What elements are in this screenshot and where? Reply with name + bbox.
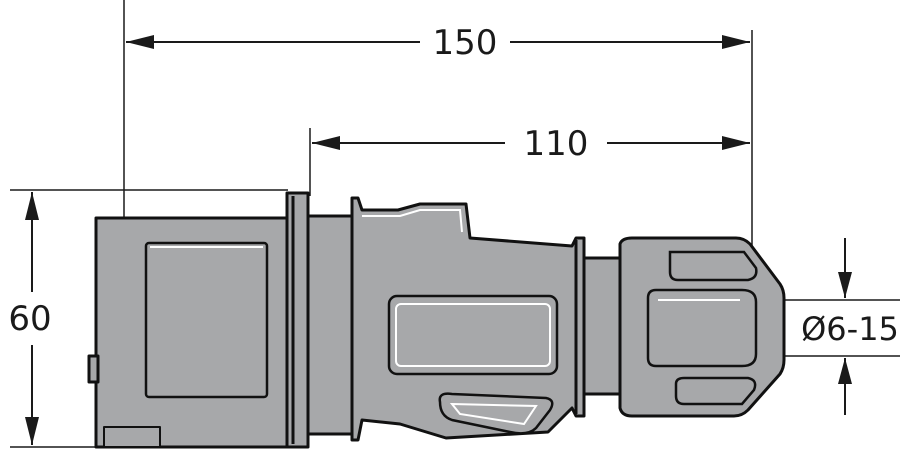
arrowhead-110-right [722, 136, 750, 150]
gland-grip-top [668, 250, 758, 282]
label-plug-length: 110 [524, 124, 589, 164]
arrowhead-cable-top [838, 272, 852, 298]
grip-thumb-recess-inner [449, 402, 538, 426]
arrowhead-150-right [722, 35, 750, 49]
dimension-cable-diameter: Ø6-15 [785, 238, 900, 415]
flange [285, 191, 310, 449]
gland-grip-middle [646, 288, 758, 368]
dimension-plug-length: 110 [309, 124, 750, 196]
dimension-height: 60 [8, 189, 288, 448]
socket-face-latch [87, 354, 100, 384]
grip-body [350, 196, 586, 442]
gland-grip-bottom [674, 376, 757, 406]
grip-label-window-inner [395, 303, 551, 367]
cable-gland [618, 236, 786, 418]
socket-face [87, 216, 294, 449]
grip-label-window [387, 294, 559, 376]
arrowhead-150-left [126, 35, 154, 49]
socket-face-bottom-tab [103, 426, 161, 448]
label-cable-diameter: Ø6-15 [801, 310, 899, 348]
arrowhead-60-bottom [25, 417, 39, 445]
grip-upper-ridge [362, 209, 463, 233]
plug-neck [306, 214, 354, 436]
socket-face-window [144, 241, 269, 399]
arrowhead-60-top [25, 192, 39, 220]
arrowhead-cable-bottom [838, 358, 852, 384]
connector-plug [87, 191, 786, 449]
arrowhead-110-left [312, 136, 340, 150]
label-height: 60 [8, 299, 51, 339]
dimension-overall-length: 150 [123, 0, 753, 255]
cable-sleeve [582, 256, 622, 396]
label-overall-length: 150 [433, 23, 498, 63]
flange-ring [285, 191, 310, 449]
